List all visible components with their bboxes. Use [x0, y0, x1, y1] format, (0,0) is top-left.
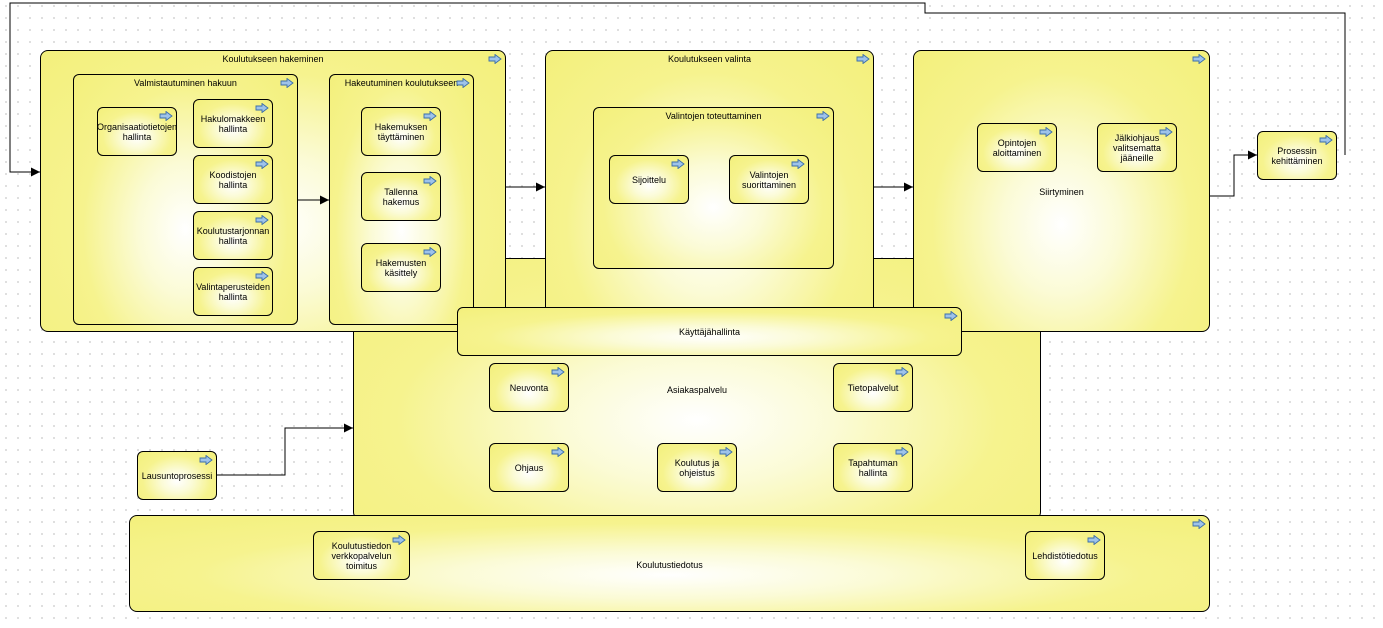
process-arrow-icon[interactable]	[255, 214, 269, 226]
process-arrow-icon[interactable]	[551, 366, 565, 378]
process-arrow-icon[interactable]	[1192, 518, 1206, 530]
valmistautuminen-hakuun-label: Valmistautuminen hakuun	[134, 78, 237, 88]
process-arrow-icon[interactable]	[895, 366, 909, 378]
ohjaus-process[interactable]: Ohjaus	[489, 443, 569, 492]
koulutus-ja-ohjeistus-process[interactable]: Koulutus ja ohjeistus	[657, 443, 737, 492]
process-label: Tapahtuman hallinta	[848, 457, 898, 478]
valintaperusteiden-hallinta-process[interactable]: Valintaperusteiden hallinta	[193, 267, 273, 316]
lausuntoprosessi-process[interactable]: Lausuntoprosessi	[137, 451, 217, 500]
process-label: Koulutustiedon verkkopalvelun toimitus	[331, 540, 392, 571]
process-arrow-icon[interactable]	[392, 534, 406, 546]
process-label: Hakemusten käsittely	[375, 257, 427, 278]
koulutustarjonnan-hallinta-process[interactable]: Koulutustarjonnan hallinta	[193, 211, 273, 260]
process-arrow-icon[interactable]	[456, 77, 470, 89]
koulutustiedotus-label: Koulutustiedotus	[636, 559, 703, 570]
process-label: Tietopalvelut	[847, 382, 899, 393]
process-arrow-icon[interactable]	[816, 110, 830, 122]
process-arrow-icon[interactable]	[1159, 126, 1173, 138]
process-arrow-icon[interactable]	[255, 102, 269, 114]
process-arrow-icon[interactable]	[791, 158, 805, 170]
jalkiohjaus-process[interactable]: Jälkiohjaus valitsematta jääneille	[1097, 123, 1177, 172]
process-arrow-icon[interactable]	[671, 158, 685, 170]
process-arrow-icon[interactable]	[551, 446, 565, 458]
hakeutuminen-koulutukseen-label: Hakeutuminen koulutukseen	[344, 78, 459, 88]
koulutustiedon-verkkopalvelun-toimitus-process[interactable]: Koulutustiedon verkkopalvelun toimitus	[313, 531, 410, 580]
hakemusten-kasittely-process[interactable]: Hakemusten käsittely	[361, 243, 441, 292]
process-arrow-icon[interactable]	[1192, 53, 1206, 65]
siirtyminen-group[interactable]: Siirtyminen	[913, 50, 1210, 332]
process-label: Koulutustarjonnan hallinta	[196, 225, 270, 246]
tallenna-hakemus-process[interactable]: Tallenna hakemus	[361, 172, 441, 221]
process-label: Lausuntoprosessi	[141, 470, 213, 481]
neuvonta-process[interactable]: Neuvonta	[489, 363, 569, 412]
organisaatiotietojen-hallinta-process[interactable]: Organisaatiotietojen hallinta	[97, 107, 177, 156]
process-arrow-icon[interactable]	[1087, 534, 1101, 546]
tietopalvelut-process[interactable]: Tietopalvelut	[833, 363, 913, 412]
process-arrow-icon[interactable]	[895, 446, 909, 458]
process-label: Valintojen suorittaminen	[741, 169, 797, 190]
hakemuksen-tayttaminen-process[interactable]: Hakemuksen täyttäminen	[361, 107, 441, 156]
process-label: Valintaperusteiden hallinta	[196, 281, 270, 302]
process-label: Ohjaus	[514, 462, 544, 473]
process-arrow-icon[interactable]	[255, 270, 269, 282]
hakulomakkeen-hallinta-process[interactable]: Hakulomakkeen hallinta	[193, 99, 273, 148]
koodistojen-hallinta-process[interactable]: Koodistojen hallinta	[193, 155, 273, 204]
process-arrow-icon[interactable]	[255, 158, 269, 170]
process-arrow-icon[interactable]	[423, 175, 437, 187]
process-arrow-icon[interactable]	[1319, 134, 1333, 146]
asiakaspalvelu-label: Asiakaspalvelu	[666, 385, 728, 395]
prosessin-kehittaminen-process[interactable]: Prosessin kehittäminen	[1257, 131, 1337, 180]
kayttajahallinta-label: Käyttäjähallinta	[678, 326, 741, 337]
process-arrow-icon[interactable]	[856, 53, 870, 65]
process-arrow-icon[interactable]	[944, 310, 958, 322]
valintojen-toteuttaminen-label: Valintojen toteuttaminen	[665, 111, 762, 121]
process-label: Koulutus ja ohjeistus	[674, 457, 720, 478]
process-arrow-icon[interactable]	[159, 110, 173, 122]
lausunto-to-asiakaspalvelu-connector	[217, 423, 353, 476]
process-arrow-icon[interactable]	[719, 446, 733, 458]
koulutukseen-hakeminen-label: Koulutukseen hakeminen	[222, 54, 324, 64]
koulutukseen-valinta-label: Koulutukseen valinta	[667, 54, 752, 64]
siirtyminen-label: Siirtyminen	[1039, 187, 1084, 197]
process-label: Tallenna hakemus	[382, 186, 420, 207]
process-arrow-icon[interactable]	[199, 454, 213, 466]
siirtyminen-to-kehittaminen-connector	[1210, 150, 1257, 197]
process-label: Lehdistötiedotus	[1032, 550, 1098, 561]
process-label: Sijoittelu	[631, 174, 667, 185]
sijoittelu-process[interactable]: Sijoittelu	[609, 155, 689, 204]
tapahtuman-hallinta-process[interactable]: Tapahtuman hallinta	[833, 443, 913, 492]
valintojen-suorittaminen-process[interactable]: Valintojen suorittaminen	[729, 155, 809, 204]
opintojen-aloittaminen-process[interactable]: Opintojen aloittaminen	[977, 123, 1057, 172]
process-arrow-icon[interactable]	[280, 77, 294, 89]
process-label: Koodistojen hallinta	[209, 169, 257, 190]
process-arrow-icon[interactable]	[423, 246, 437, 258]
process-arrow-icon[interactable]	[488, 53, 502, 65]
process-arrow-icon[interactable]	[423, 110, 437, 122]
lehdistotiedotus-process[interactable]: Lehdistötiedotus	[1025, 531, 1105, 580]
process-label: Neuvonta	[509, 382, 549, 393]
process-arrow-icon[interactable]	[1039, 126, 1053, 138]
kayttajahallinta-group[interactable]: Käyttäjähallinta	[457, 307, 962, 356]
